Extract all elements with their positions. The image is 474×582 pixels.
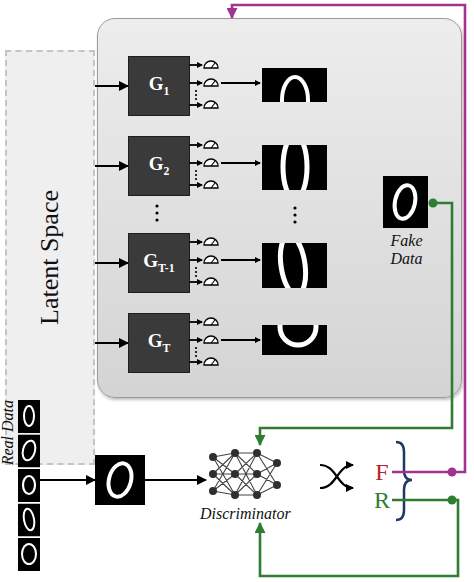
connector-arrow xyxy=(260,203,452,445)
generator-box: GT-1 xyxy=(128,233,190,293)
digit-image xyxy=(262,234,327,297)
node-label: GT xyxy=(148,330,171,356)
connector-arrow xyxy=(145,479,206,481)
node-label: GT-1 xyxy=(143,250,174,276)
connector-dot xyxy=(429,199,438,208)
curly-bracket xyxy=(396,442,412,520)
latent-space-box: Latent Space xyxy=(5,50,95,465)
vertical-ellipsis xyxy=(155,204,296,223)
connector-arrow xyxy=(232,5,465,472)
gauge-fan xyxy=(189,238,260,285)
gauge-fan xyxy=(189,318,260,365)
gauge-fan xyxy=(189,61,260,108)
gauge-fan xyxy=(189,141,260,188)
real-data-stack: Real Data xyxy=(18,400,40,572)
fake-data-image: Fake Data xyxy=(384,177,429,229)
neural-network-icon xyxy=(209,449,281,499)
node-label: G2 xyxy=(149,153,170,179)
digit-image xyxy=(262,309,327,355)
generator-box: G2 xyxy=(128,136,190,196)
connector-arrow xyxy=(40,479,95,481)
connector-dot xyxy=(448,468,457,477)
fake-output: F xyxy=(372,458,392,486)
node-label: Real Data xyxy=(0,400,17,465)
node-label: R xyxy=(372,486,392,514)
connector-arrow xyxy=(95,342,128,344)
fake-digit-image xyxy=(383,176,428,228)
generator-box: GT xyxy=(128,313,190,373)
generator-outputs xyxy=(189,61,260,365)
shuffle-icon xyxy=(320,465,353,488)
real-output: R xyxy=(372,486,392,514)
discriminator-node: Discriminator xyxy=(200,445,290,523)
node-label: Fake Data xyxy=(382,232,432,268)
real-data-stack xyxy=(18,400,40,571)
real-sample-image xyxy=(95,455,145,505)
node-label: Latent Space xyxy=(35,190,65,325)
node-label: F xyxy=(372,458,392,486)
connector-arrow xyxy=(95,262,128,264)
digit-image xyxy=(262,68,327,123)
real-digit-image xyxy=(95,455,145,505)
generated-images xyxy=(262,68,327,355)
connector-arrow xyxy=(260,500,458,576)
connector-arrow xyxy=(95,85,128,87)
connector-dot xyxy=(448,496,457,505)
node-label: Discriminator xyxy=(200,505,290,523)
connector-arrow xyxy=(95,165,128,167)
digit-image xyxy=(262,135,327,199)
generator-box: G1 xyxy=(128,56,190,116)
node-label: G1 xyxy=(149,73,170,99)
generator-ensemble: G1G2GT-1GT Fake Data xyxy=(97,18,462,398)
